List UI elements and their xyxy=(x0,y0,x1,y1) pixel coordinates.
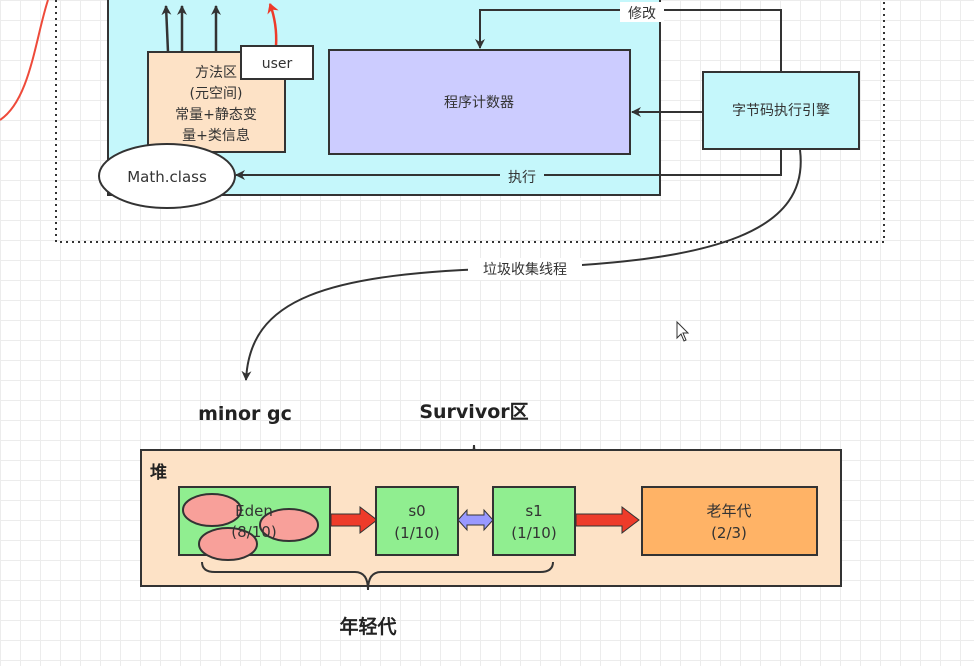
eden-ratio: (8/10) xyxy=(231,523,276,541)
svg-text:方法区: 方法区 xyxy=(195,65,237,81)
svg-text:user: user xyxy=(262,56,293,72)
eden-name: Eden xyxy=(235,502,273,520)
svg-text:量+类信息: 量+类信息 xyxy=(182,127,250,144)
svg-text:常量+静态变: 常量+静态变 xyxy=(175,107,257,123)
svg-text:(1/10): (1/10) xyxy=(394,524,439,542)
s0-box: s0 (1/10) xyxy=(375,486,459,556)
svg-text:s0: s0 xyxy=(408,502,425,520)
method-area-up-arrows xyxy=(161,5,221,53)
old-gen-box: 老年代 (2/3) xyxy=(641,486,818,556)
mouse-cursor-icon xyxy=(676,320,690,342)
eden-objects xyxy=(182,493,319,561)
svg-text:程序计数器: 程序计数器 xyxy=(444,95,514,111)
object-ellipse xyxy=(259,508,319,542)
eden-to-s0-arrow xyxy=(330,505,378,535)
eden-labels: Eden (8/10) xyxy=(231,502,276,541)
jvm-dotted-border xyxy=(55,0,885,243)
svg-text:字节码执行引擎: 字节码执行引擎 xyxy=(732,103,830,119)
user-red-arrow xyxy=(267,3,279,47)
svg-text:(1/10): (1/10) xyxy=(511,524,556,542)
program-counter: 程序计数器 xyxy=(328,49,631,155)
survivor-label: Survivor区 xyxy=(419,401,528,423)
bytecode-engine: 字节码执行引擎 xyxy=(702,71,860,150)
young-gen-brace xyxy=(201,561,554,591)
execute-label: 执行 xyxy=(508,170,536,186)
minor-gc-label: minor gc xyxy=(198,403,292,425)
svg-text:(元空间): (元空间) xyxy=(190,86,243,102)
svg-text:(2/3): (2/3) xyxy=(711,524,747,542)
object-ellipse xyxy=(198,527,258,561)
gc-thread-label: 垃圾收集线程 xyxy=(483,261,567,278)
s1-to-old-arrow xyxy=(575,505,640,535)
modify-label: 修改 xyxy=(628,6,656,22)
svg-text:老年代: 老年代 xyxy=(706,502,751,520)
heap-title: 堆 xyxy=(150,462,167,483)
execute-arrow xyxy=(235,149,782,180)
svg-text:Math.class: Math.class xyxy=(127,168,207,186)
math-class-ellipse: Math.class xyxy=(98,143,236,209)
user-box: user xyxy=(240,45,314,80)
red-curve xyxy=(0,0,49,121)
svg-text:s1: s1 xyxy=(525,502,542,520)
object-ellipse xyxy=(182,493,242,527)
young-gen-label: 年轻代 xyxy=(339,615,396,638)
s1-box: s1 (1/10) xyxy=(492,486,576,556)
